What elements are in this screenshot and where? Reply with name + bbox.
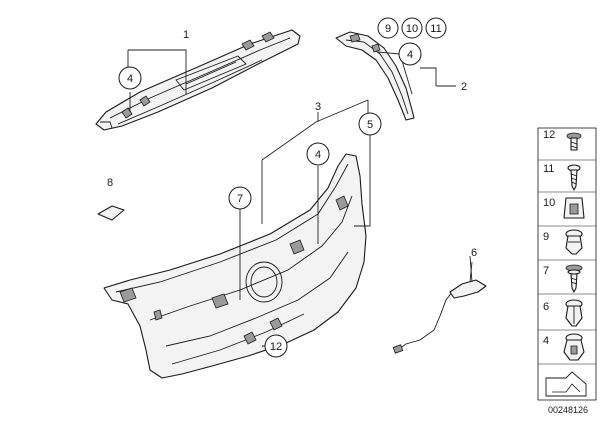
cable-part <box>392 255 487 354</box>
callout-4-center: 4 <box>306 142 330 166</box>
callout-9: 9 <box>377 17 399 39</box>
callout-6-number: 6 <box>471 247 477 259</box>
callout-4-left-number: 4 <box>127 73 133 85</box>
fastener-legend: 12 11 10 9 7 <box>537 127 597 401</box>
legend-label-10: 10 <box>543 197 555 209</box>
callout-4-left: 4 <box>118 66 142 90</box>
rivet-9-icon <box>565 229 583 255</box>
callout-12: 12 <box>264 334 288 358</box>
callout-4-center-number: 4 <box>315 149 321 161</box>
push-clip-6-icon <box>565 299 583 327</box>
callout-2-number: 2 <box>461 81 467 93</box>
callout-3: 3 <box>315 101 321 113</box>
clip-nut-10-icon <box>563 197 585 219</box>
callout-6: 6 <box>471 247 477 259</box>
leader-lines <box>127 49 473 347</box>
callout-5-number: 5 <box>367 119 373 131</box>
callout-11-number: 11 <box>430 23 441 35</box>
callout-2: 2 <box>461 81 467 93</box>
screw-12-icon <box>566 132 582 151</box>
callout-10-number: 10 <box>406 23 418 35</box>
callout-4-right-number: 4 <box>407 49 413 61</box>
clip-4-icon <box>563 333 585 361</box>
callout-1-number: 1 <box>183 29 189 41</box>
screw-7-icon <box>565 264 583 293</box>
callout-8-number: 8 <box>107 177 113 189</box>
callout-10: 10 <box>401 17 423 39</box>
pad-part <box>97 205 125 221</box>
callout-1: 1 <box>183 29 189 41</box>
diagram-symbol-icon <box>545 371 587 397</box>
callout-7-number: 7 <box>237 193 243 205</box>
legend-label-11: 11 <box>543 163 554 175</box>
callout-9-number: 9 <box>385 23 391 35</box>
legend-label-12: 12 <box>543 129 555 141</box>
callout-7: 7 <box>228 186 252 210</box>
trim-strip-part <box>95 29 301 131</box>
trim-panel-part <box>103 153 367 379</box>
callout-3-number: 3 <box>315 101 321 113</box>
legend-label-4: 4 <box>543 335 549 347</box>
callout-11: 11 <box>425 17 447 39</box>
legend-label-7: 7 <box>543 265 549 277</box>
callout-8: 8 <box>107 177 113 189</box>
callout-12-number: 12 <box>270 341 282 353</box>
legend-label-9: 9 <box>543 231 549 243</box>
screw-11-icon <box>567 164 581 191</box>
document-id: 00248126 <box>548 405 588 415</box>
side-trim-part <box>335 31 415 121</box>
callout-4-right: 4 <box>398 42 422 66</box>
legend-label-6: 6 <box>543 301 549 313</box>
callout-5: 5 <box>358 112 382 136</box>
